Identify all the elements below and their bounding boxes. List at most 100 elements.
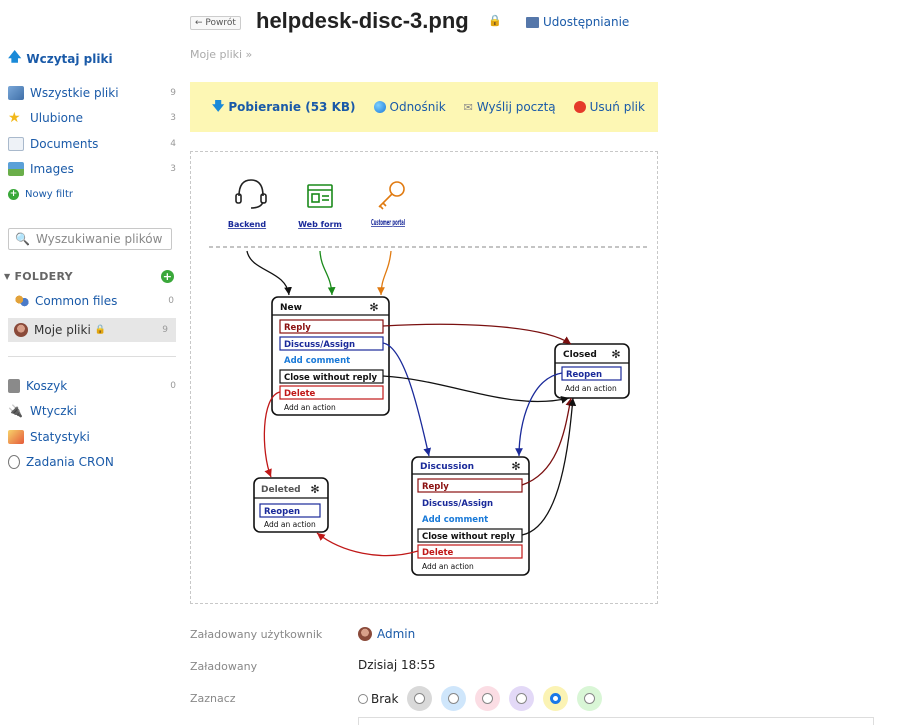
page-title: helpdesk-disc-3.png <box>256 8 469 33</box>
search-input[interactable]: 🔍 Wyszukiwanie plików <box>8 228 172 250</box>
folders-toggle-icon[interactable]: ▼ <box>4 272 11 281</box>
color-mark-selector: Brak <box>358 686 603 711</box>
sidebar-item-cron[interactable]: Zadania CRON <box>8 455 176 469</box>
search-placeholder: Wyszukiwanie plików <box>35 232 163 246</box>
svg-text:Add an action: Add an action <box>284 403 336 412</box>
clock-icon <box>8 455 20 469</box>
upload-label: Wczytaj pliki <box>26 52 113 66</box>
new-filter-link[interactable]: + Nowy filtr <box>8 189 73 200</box>
gear-icon: ✻ <box>310 483 319 496</box>
uploaded-by-user[interactable]: Admin <box>358 627 415 641</box>
sidebar-item-label: Wszystkie pliki <box>30 86 119 100</box>
sidebar-item-trash[interactable]: Koszyk 0 <box>8 379 176 393</box>
color-swatch[interactable] <box>441 686 467 711</box>
share-link[interactable]: Udostępnianie <box>526 15 629 29</box>
gear-icon: ✻ <box>511 460 520 473</box>
swatch-radio <box>550 693 562 704</box>
delete-file-button[interactable]: Usuń plik <box>573 100 645 114</box>
folder-my-files[interactable]: Moje pliki 🔒 9 <box>8 318 176 342</box>
color-swatch[interactable] <box>475 686 501 711</box>
sidebar-item-documents[interactable]: Documents 4 <box>8 137 176 151</box>
envelope-icon: ✉ <box>463 100 473 114</box>
image-icon <box>8 162 24 176</box>
link-button[interactable]: Odnośnik <box>373 100 446 114</box>
svg-text:Delete: Delete <box>284 389 316 399</box>
svg-text:New: New <box>280 303 302 313</box>
uploaded-label: Załadowany <box>190 660 258 673</box>
email-button[interactable]: ✉ Wyślij pocztą <box>464 100 556 114</box>
upload-files-link[interactable]: 🡅 Wczytaj pliki <box>8 48 113 70</box>
svg-text:Discuss/Assign: Discuss/Assign <box>422 499 493 509</box>
mark-none-label: Brak <box>371 691 399 706</box>
color-swatch[interactable] <box>543 686 569 711</box>
color-swatch[interactable] <box>407 686 433 711</box>
sidebar-item-label: Images <box>30 162 74 176</box>
sidebar-item-label: Documents <box>30 137 99 151</box>
state-discussion: Discussion ✻ Reply Discuss/Assign Add co… <box>411 456 530 576</box>
sidebar-item-images[interactable]: Images 3 <box>8 162 176 176</box>
upload-arrow-icon: 🡅 <box>8 50 22 65</box>
back-button[interactable]: ← Powrót <box>190 16 241 30</box>
swatch-radio <box>516 693 528 704</box>
uploaded-date: Dzisiaj 18:55 <box>358 658 436 672</box>
gear-icon: ✻ <box>611 348 620 361</box>
search-icon: 🔍 <box>15 232 30 246</box>
globe-icon <box>373 101 386 113</box>
svg-text:Closed: Closed <box>563 350 597 360</box>
svg-text:Add comment: Add comment <box>284 356 350 366</box>
download-button[interactable]: 🡇 Pobieranie (53 KB) <box>212 97 356 118</box>
sidebar-item-all-files[interactable]: Wszystkie pliki 9 <box>8 86 176 100</box>
email-label: Wyślij pocztą <box>476 100 556 114</box>
mark-none-radio[interactable]: Brak <box>358 692 398 706</box>
sidebar-item-count: 9 <box>170 88 176 98</box>
uploaded-by-name: Admin <box>377 627 416 641</box>
svg-text:Add an action: Add an action <box>422 562 474 571</box>
sidebar-item-label: Statystyki <box>30 430 90 444</box>
radio-icon <box>358 693 368 704</box>
sidebar-item-favorites[interactable]: ★ Ulubione 3 <box>8 111 176 125</box>
svg-text:Close without reply: Close without reply <box>284 373 378 383</box>
file-action-bar: 🡇 Pobieranie (53 KB) Odnośnik ✉ Wyślij p… <box>190 82 658 132</box>
color-swatch[interactable] <box>509 686 535 711</box>
folder-count: 0 <box>168 296 174 306</box>
folders-heading: ▼ FOLDERY + <box>4 270 174 283</box>
avatar <box>358 627 372 641</box>
key-icon <box>378 181 405 210</box>
sidebar-item-plugins[interactable]: 🔌 Wtyczki <box>8 404 176 418</box>
trash-icon <box>8 379 20 393</box>
svg-text:Discussion: Discussion <box>420 462 474 472</box>
description-box[interactable] <box>358 717 874 725</box>
color-swatches <box>407 686 603 711</box>
sidebar-item-count: 0 <box>170 381 176 391</box>
delete-label: Usuń plik <box>589 100 645 114</box>
folder-common-files[interactable]: Common files 0 <box>14 294 174 308</box>
folders-heading-label: FOLDERY <box>14 270 73 283</box>
workflow-diagram: Backend Web form Customer portal New ✻ R… <box>209 179 649 576</box>
color-swatch[interactable] <box>577 686 603 711</box>
sidebar-item-count: 3 <box>170 113 176 123</box>
download-label: Pobieranie (53 KB) <box>228 100 356 114</box>
document-icon <box>8 137 24 151</box>
svg-text:Add an action: Add an action <box>264 520 316 529</box>
web-form-icon <box>307 184 333 208</box>
lock-icon: 🔒 <box>488 14 502 27</box>
sidebar-item-count: 3 <box>170 164 176 174</box>
svg-text:Deleted: Deleted <box>261 485 301 495</box>
swatch-radio <box>584 693 596 704</box>
swatch-radio <box>414 693 426 704</box>
source-customer-portal: Customer portal <box>371 218 405 227</box>
uploaded-by-label: Załadowany użytkownik <box>190 628 323 641</box>
breadcrumb[interactable]: Moje pliki » <box>190 48 253 61</box>
source-backend: Backend <box>228 220 266 229</box>
add-folder-icon[interactable]: + <box>161 270 174 283</box>
svg-text:Reopen: Reopen <box>566 370 602 380</box>
download-arrow-icon: 🡇 <box>212 98 225 113</box>
share-icon <box>526 16 539 28</box>
source-web-form: Web form <box>298 220 342 229</box>
sidebar-item-label: Wtyczki <box>30 404 77 418</box>
sidebar: 🡅 Wczytaj pliki Wszystkie pliki 9 ★ Ulub… <box>0 0 185 725</box>
avatar-icon <box>14 323 28 337</box>
sidebar-item-label: Ulubione <box>30 111 84 125</box>
sidebar-item-statistics[interactable]: Statystyki <box>8 430 176 444</box>
lock-icon: 🔒 <box>94 325 107 335</box>
